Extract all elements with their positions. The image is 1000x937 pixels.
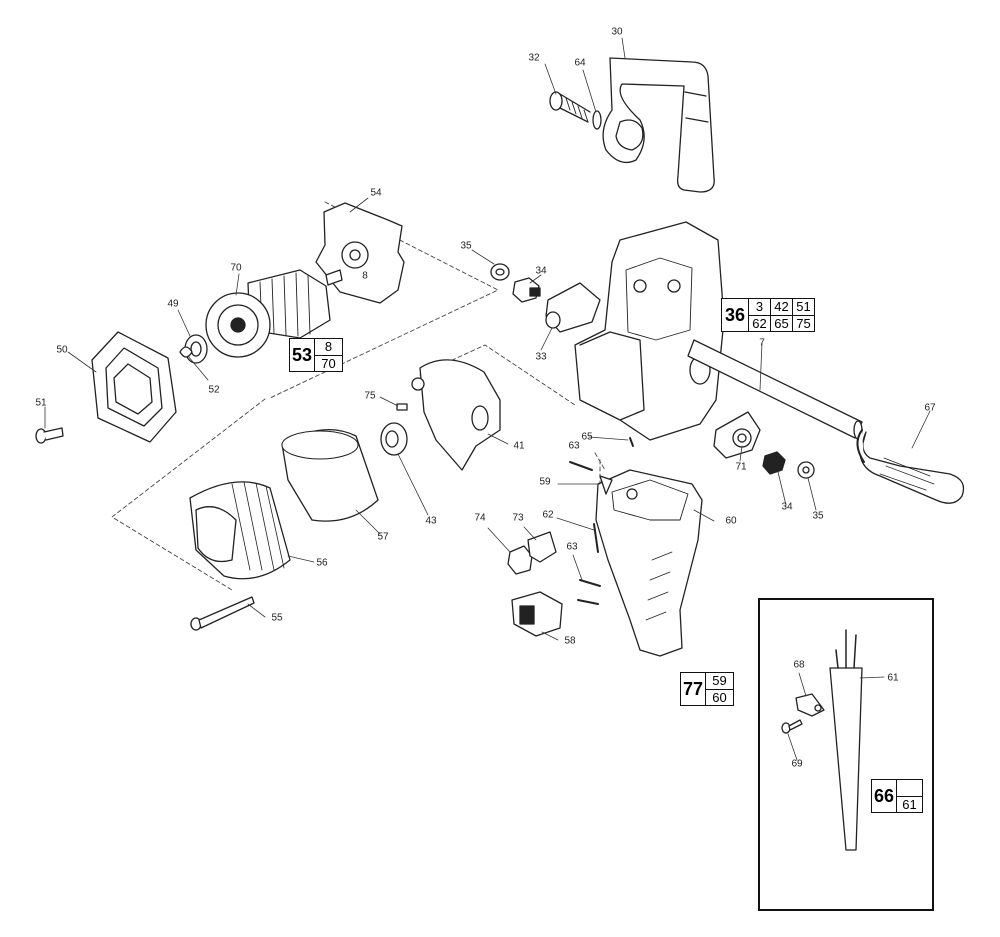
callout-71: 71 xyxy=(735,461,747,473)
brush-holder-33-part xyxy=(545,282,601,333)
side-grip-part xyxy=(856,429,965,504)
screw-51-part xyxy=(35,427,64,444)
screw-69-part xyxy=(781,719,803,734)
kit-number: 36 xyxy=(722,299,749,331)
gear-housing-part xyxy=(574,221,725,441)
kit-part xyxy=(897,780,922,796)
callout-50: 50 xyxy=(56,344,68,356)
callout-49: 49 xyxy=(167,298,179,310)
callout-52: 52 xyxy=(208,384,220,396)
callout-43: 43 xyxy=(425,515,437,527)
field-coil-part xyxy=(189,481,291,580)
callout-56: 56 xyxy=(316,557,328,569)
kit-part: 65 xyxy=(770,315,792,331)
kit-part: 59 xyxy=(712,673,727,689)
baffle-41-part xyxy=(411,359,501,471)
kit-part: 51 xyxy=(792,299,814,315)
kit-part: 3 xyxy=(755,299,764,315)
callout-68: 68 xyxy=(793,659,805,671)
cord-clamp-68-part xyxy=(795,693,825,717)
switch-part-73 xyxy=(527,531,557,563)
kit-part: 70 xyxy=(321,355,336,371)
callout-63-lower: 63 xyxy=(566,541,578,553)
callout-34-right: 34 xyxy=(781,501,793,513)
kit-box-66: 66 61 xyxy=(871,779,923,813)
switch-lever-59-part xyxy=(599,475,613,495)
kit-part: 60 xyxy=(712,689,727,705)
screw-55-part xyxy=(190,596,255,631)
cord-detail-inset xyxy=(758,598,934,911)
brush-34-part xyxy=(512,277,541,303)
armature-part xyxy=(205,269,343,358)
gear-cover-part xyxy=(91,331,177,443)
callout-64: 64 xyxy=(574,57,586,69)
pin-75-part xyxy=(396,403,408,411)
screw-63b-part xyxy=(579,579,601,587)
callout-57: 57 xyxy=(377,531,389,543)
bail-handle-part xyxy=(602,57,715,193)
callout-7: 7 xyxy=(759,337,765,349)
callout-65: 65 xyxy=(581,431,593,443)
field-sleeve-part xyxy=(281,429,379,522)
kit-box-53: 53 8 70 xyxy=(289,338,343,372)
screw-63a-part xyxy=(569,461,593,471)
switch-58-part xyxy=(511,591,563,637)
callout-62: 62 xyxy=(542,509,554,521)
bearing-43-part xyxy=(380,422,408,456)
callout-55: 55 xyxy=(271,612,283,624)
callout-33: 33 xyxy=(535,351,547,363)
kit-part: 8 xyxy=(324,339,333,355)
callout-58: 58 xyxy=(564,635,576,647)
bolt-32-part xyxy=(549,91,591,123)
clip-52-part xyxy=(179,346,193,358)
callout-34-top: 34 xyxy=(535,265,547,277)
side-tube-part xyxy=(687,339,863,440)
kit-number: 53 xyxy=(290,339,315,371)
callout-35-right: 35 xyxy=(812,510,824,522)
brush-cap-35b-part xyxy=(797,461,815,479)
callout-73: 73 xyxy=(512,512,524,524)
brush-cap-35-part xyxy=(490,263,510,281)
kit-number: 66 xyxy=(872,780,897,812)
washer-64-part xyxy=(592,110,602,130)
callout-59: 59 xyxy=(539,476,551,488)
kit-box-77: 77 59 60 xyxy=(680,672,734,706)
kit-part: 75 xyxy=(792,315,814,331)
kit-part: 42 xyxy=(770,299,792,315)
callout-63-top: 63 xyxy=(568,440,580,452)
callout-75: 75 xyxy=(364,390,376,402)
callout-51: 51 xyxy=(35,397,47,409)
handle-half-60-part xyxy=(595,469,703,657)
callout-60: 60 xyxy=(725,515,737,527)
kit-part: 62 xyxy=(752,315,767,331)
callout-8: 8 xyxy=(362,270,368,282)
callout-70: 70 xyxy=(230,262,242,274)
screw-63c-part xyxy=(577,599,599,605)
callout-67: 67 xyxy=(924,402,936,414)
callout-74: 74 xyxy=(474,512,486,524)
leader-lines xyxy=(44,37,931,761)
kit-box-36: 36 3 42 51 62 65 75 xyxy=(721,298,815,332)
callout-32: 32 xyxy=(528,52,540,64)
callout-69: 69 xyxy=(791,758,803,770)
callout-41: 41 xyxy=(513,440,525,452)
switch-part-74 xyxy=(507,545,533,575)
callout-35-top: 35 xyxy=(460,240,472,252)
brush-34b-part xyxy=(762,451,786,475)
callout-30: 30 xyxy=(611,26,623,38)
screw-62-part xyxy=(593,523,599,553)
callout-61: 61 xyxy=(887,672,899,684)
end-plate-part xyxy=(315,202,405,304)
kit-number: 77 xyxy=(681,673,706,705)
screw-65-part xyxy=(629,437,634,447)
kit-part: 61 xyxy=(902,796,917,812)
brush-holder-71-part xyxy=(713,411,761,459)
cord-61-part xyxy=(829,629,863,851)
callout-54: 54 xyxy=(370,187,382,199)
